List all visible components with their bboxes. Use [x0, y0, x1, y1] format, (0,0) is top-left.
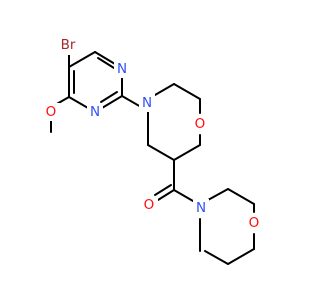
- bromine-label: Br: [61, 37, 76, 53]
- atom-n-pyr-top: N: [114, 60, 130, 78]
- bond: [68, 51, 96, 68]
- carbonyl-oxygen-label: O: [144, 197, 155, 213]
- atom-o-morph2: O: [245, 214, 263, 232]
- bond: [204, 250, 229, 265]
- atom-o-carbonyl: O: [140, 196, 158, 214]
- atom-o-morph1: O: [191, 115, 209, 133]
- atom-n-morph1: N: [139, 94, 155, 112]
- bond: [173, 144, 201, 161]
- bond: [157, 189, 175, 201]
- morpholine-ring-2: [199, 188, 255, 265]
- bond: [207, 188, 229, 201]
- bond: [154, 184, 172, 196]
- pyrimidine-nitrogen-bottom-label: N: [90, 104, 100, 120]
- bond: [100, 91, 118, 103]
- morpholine-1-oxygen-label: O: [195, 116, 206, 132]
- structure-svg: Br O N N N O O N: [42, 37, 263, 265]
- atom-br: Br: [52, 37, 80, 55]
- atom-n-pyr-bottom: N: [87, 103, 103, 121]
- methoxy-oxygen-label: O: [46, 104, 57, 120]
- pyrimidine-ring: [68, 51, 123, 109]
- bond: [173, 189, 194, 202]
- bond: [97, 57, 115, 69]
- morpholine-ring-1: [147, 83, 201, 161]
- bond: [227, 188, 255, 205]
- bond: [173, 83, 201, 100]
- carbonyl-group: [154, 159, 194, 202]
- bond: [101, 95, 123, 109]
- morpholine-1-nitrogen-label: N: [142, 95, 152, 111]
- pyrimidine-nitrogen-top-label: N: [117, 61, 127, 77]
- bond: [94, 51, 116, 65]
- atom-n-morph2: N: [193, 199, 209, 217]
- bond: [154, 83, 175, 96]
- molecule-diagram: Br O N N N O O N: [42, 37, 263, 265]
- morpholine-2-oxygen-label: O: [249, 215, 260, 231]
- atom-o-methoxy: O: [42, 103, 60, 121]
- morpholine-2-nitrogen-label: N: [196, 200, 206, 216]
- bond: [227, 248, 255, 265]
- bond: [68, 96, 89, 109]
- bond: [147, 144, 175, 161]
